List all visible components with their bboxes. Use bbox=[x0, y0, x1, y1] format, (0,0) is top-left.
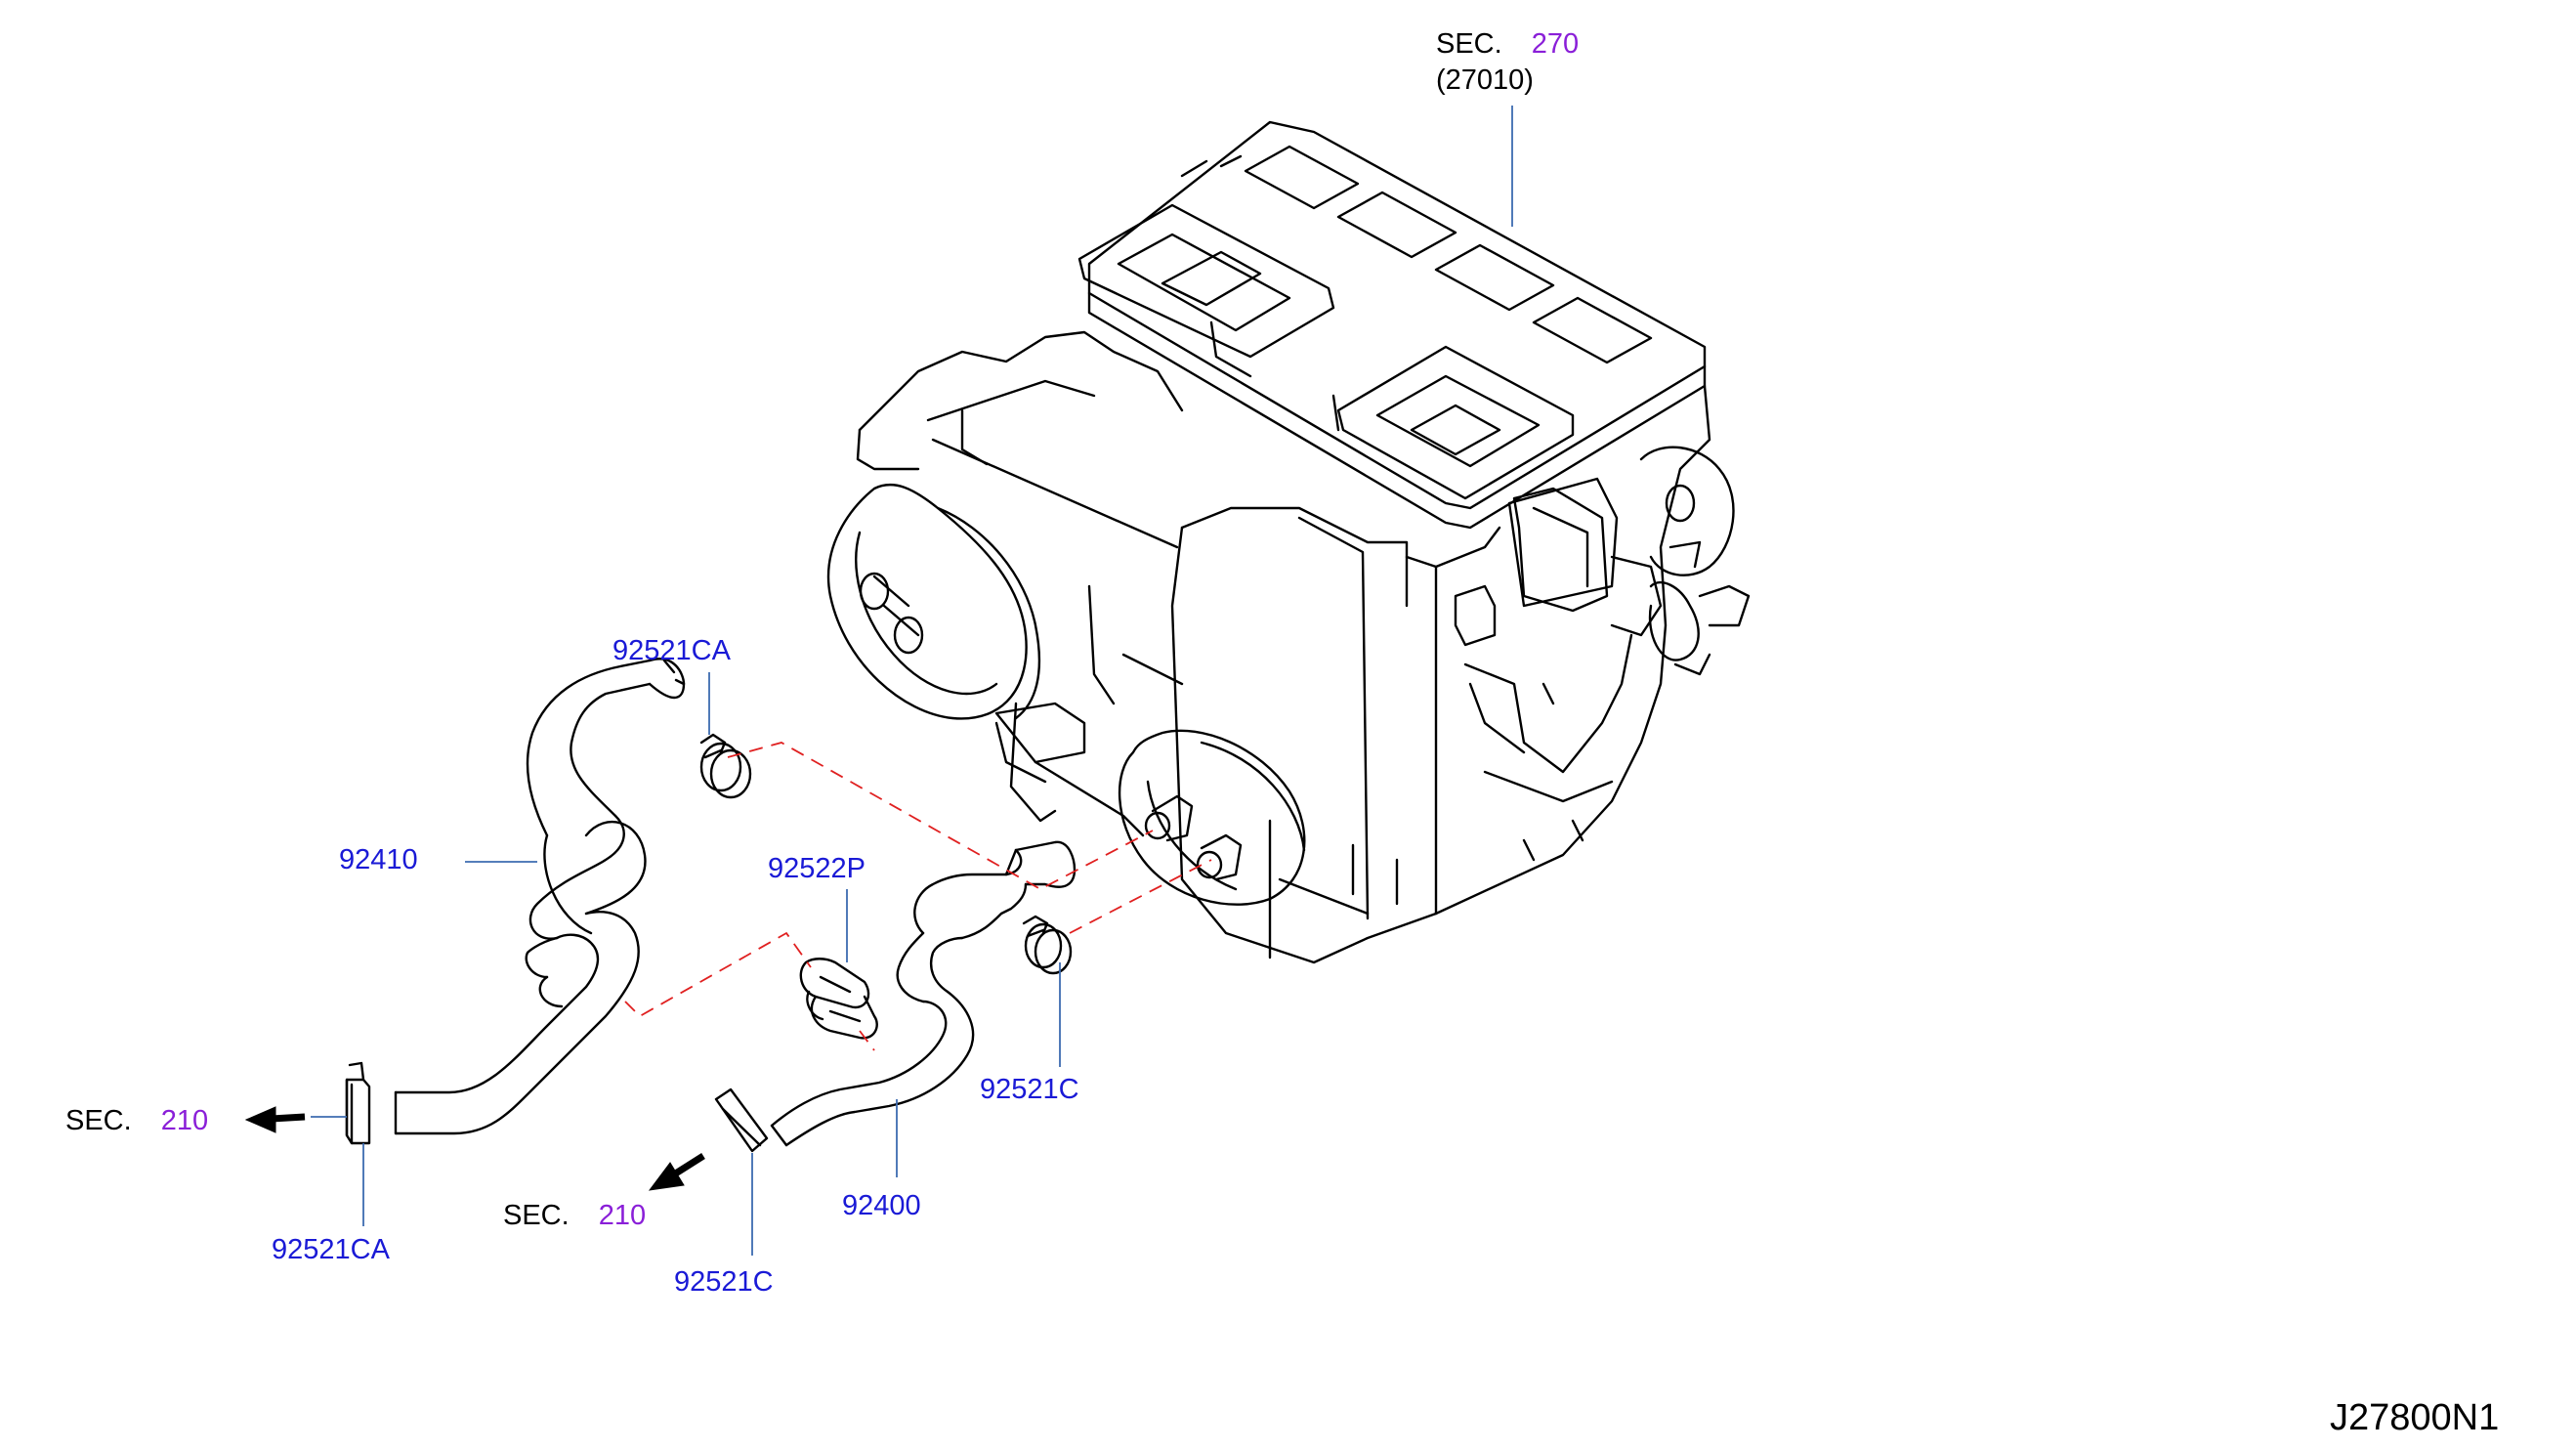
clip-92522P bbox=[799, 958, 878, 1040]
section-arrows bbox=[244, 1106, 705, 1191]
clamp-92521CA-top bbox=[699, 733, 752, 799]
section-label-left[interactable]: SEC.210 bbox=[65, 1105, 209, 1136]
part-label-92522P[interactable]: 92522P bbox=[768, 853, 866, 884]
arrow-down-left-icon bbox=[672, 1153, 705, 1177]
heater-core-port-right bbox=[1118, 729, 1306, 906]
section-number-left: 210 bbox=[160, 1105, 209, 1136]
heater-unit-housing bbox=[1077, 120, 1707, 530]
part-label-92400[interactable]: 92400 bbox=[842, 1190, 921, 1221]
hose-92410 bbox=[394, 658, 686, 1135]
clamp-92521C-mid bbox=[714, 1088, 769, 1153]
clamp-92521C-right bbox=[1022, 915, 1073, 975]
connection-dashed-lines bbox=[624, 742, 1212, 1051]
part-label-92521C-mid[interactable]: 92521C bbox=[674, 1266, 774, 1298]
arrow-left-icon bbox=[271, 1113, 306, 1123]
section-label-bottom[interactable]: SEC.210 bbox=[503, 1200, 647, 1231]
actuator-motors bbox=[1507, 446, 1751, 676]
section-label-top[interactable]: SEC.270 bbox=[1436, 28, 1580, 60]
hose-92400 bbox=[770, 840, 1077, 1147]
part-label-92521CA-top[interactable]: 92521CA bbox=[612, 635, 731, 666]
part-label-92521C-right[interactable]: 92521C bbox=[980, 1074, 1079, 1105]
diagram-code: J27800N1 bbox=[2330, 1397, 2500, 1438]
heater-core-port-left bbox=[826, 483, 1047, 784]
section-number-bottom: 210 bbox=[598, 1200, 647, 1231]
leader-lines bbox=[311, 106, 1513, 1256]
section-number-top: 270 bbox=[1531, 28, 1580, 60]
part-label-92521CA-left[interactable]: 92521CA bbox=[272, 1234, 390, 1265]
clamp-92521CA-left bbox=[345, 1061, 371, 1145]
section-sub-top: (27010) bbox=[1436, 64, 1534, 96]
part-label-92410[interactable]: 92410 bbox=[339, 844, 418, 875]
